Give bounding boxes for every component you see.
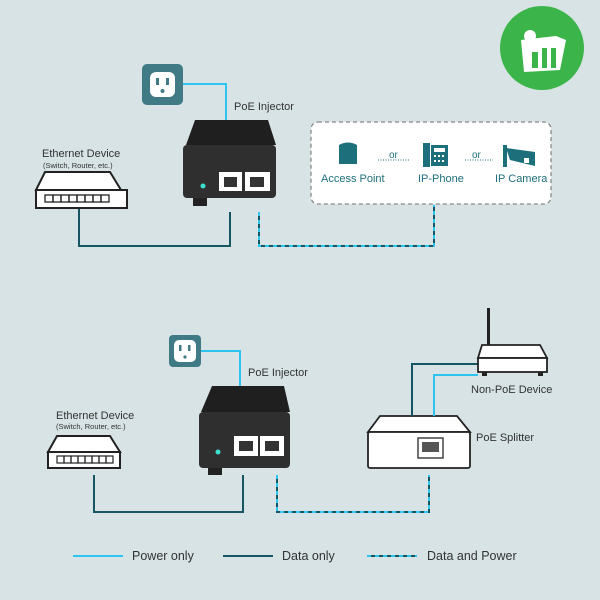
ip-camera-icon xyxy=(503,145,535,167)
ethernet-switch-icon xyxy=(34,171,128,209)
ip-phone-icon xyxy=(423,143,448,167)
legend-data-only: Data only xyxy=(282,549,335,563)
or-text: or xyxy=(389,150,398,161)
non-poe-label: Non-PoE Device xyxy=(471,384,553,396)
ethernet-device-sub: (Switch, Router, etc.) xyxy=(43,161,113,170)
data-and-power-cable xyxy=(258,205,435,247)
data-only-cable xyxy=(411,363,478,416)
app-badge-logo xyxy=(500,6,584,90)
ethernet-device-label: Ethernet Device xyxy=(42,148,121,160)
ip-phone-label: IP-Phone xyxy=(418,173,464,185)
ip-camera-label: IP Camera xyxy=(495,173,548,185)
ethernet-switch-icon xyxy=(46,435,122,469)
poe-splitter-device xyxy=(366,415,472,469)
data-only-cable xyxy=(78,208,231,247)
data-and-power-cable xyxy=(276,475,430,513)
legend-data-and-power: Data and Power xyxy=(427,549,517,563)
or-text: or xyxy=(472,150,481,161)
poe-injector-device xyxy=(183,120,276,206)
injector-label: PoE Injector xyxy=(248,367,308,379)
injector-label: PoE Injector xyxy=(234,101,294,113)
non-poe-router-icon xyxy=(476,308,549,376)
ethernet-device-label: Ethernet Device xyxy=(56,410,135,422)
poe-injector-device xyxy=(199,386,290,475)
ethernet-device-sub: (Switch, Router, etc.) xyxy=(56,422,126,431)
power-only-cable xyxy=(433,374,478,416)
power-only-cable xyxy=(183,83,227,120)
legend-power-only: Power only xyxy=(132,549,194,563)
data-only-cable xyxy=(93,475,244,513)
power-outlet-icon xyxy=(142,64,183,105)
splitter-label: PoE Splitter xyxy=(476,432,535,444)
power-only-cable xyxy=(201,350,241,386)
access-point-icon xyxy=(339,142,357,164)
access-point-label: Access Point xyxy=(321,173,385,185)
power-outlet-icon xyxy=(169,335,201,367)
